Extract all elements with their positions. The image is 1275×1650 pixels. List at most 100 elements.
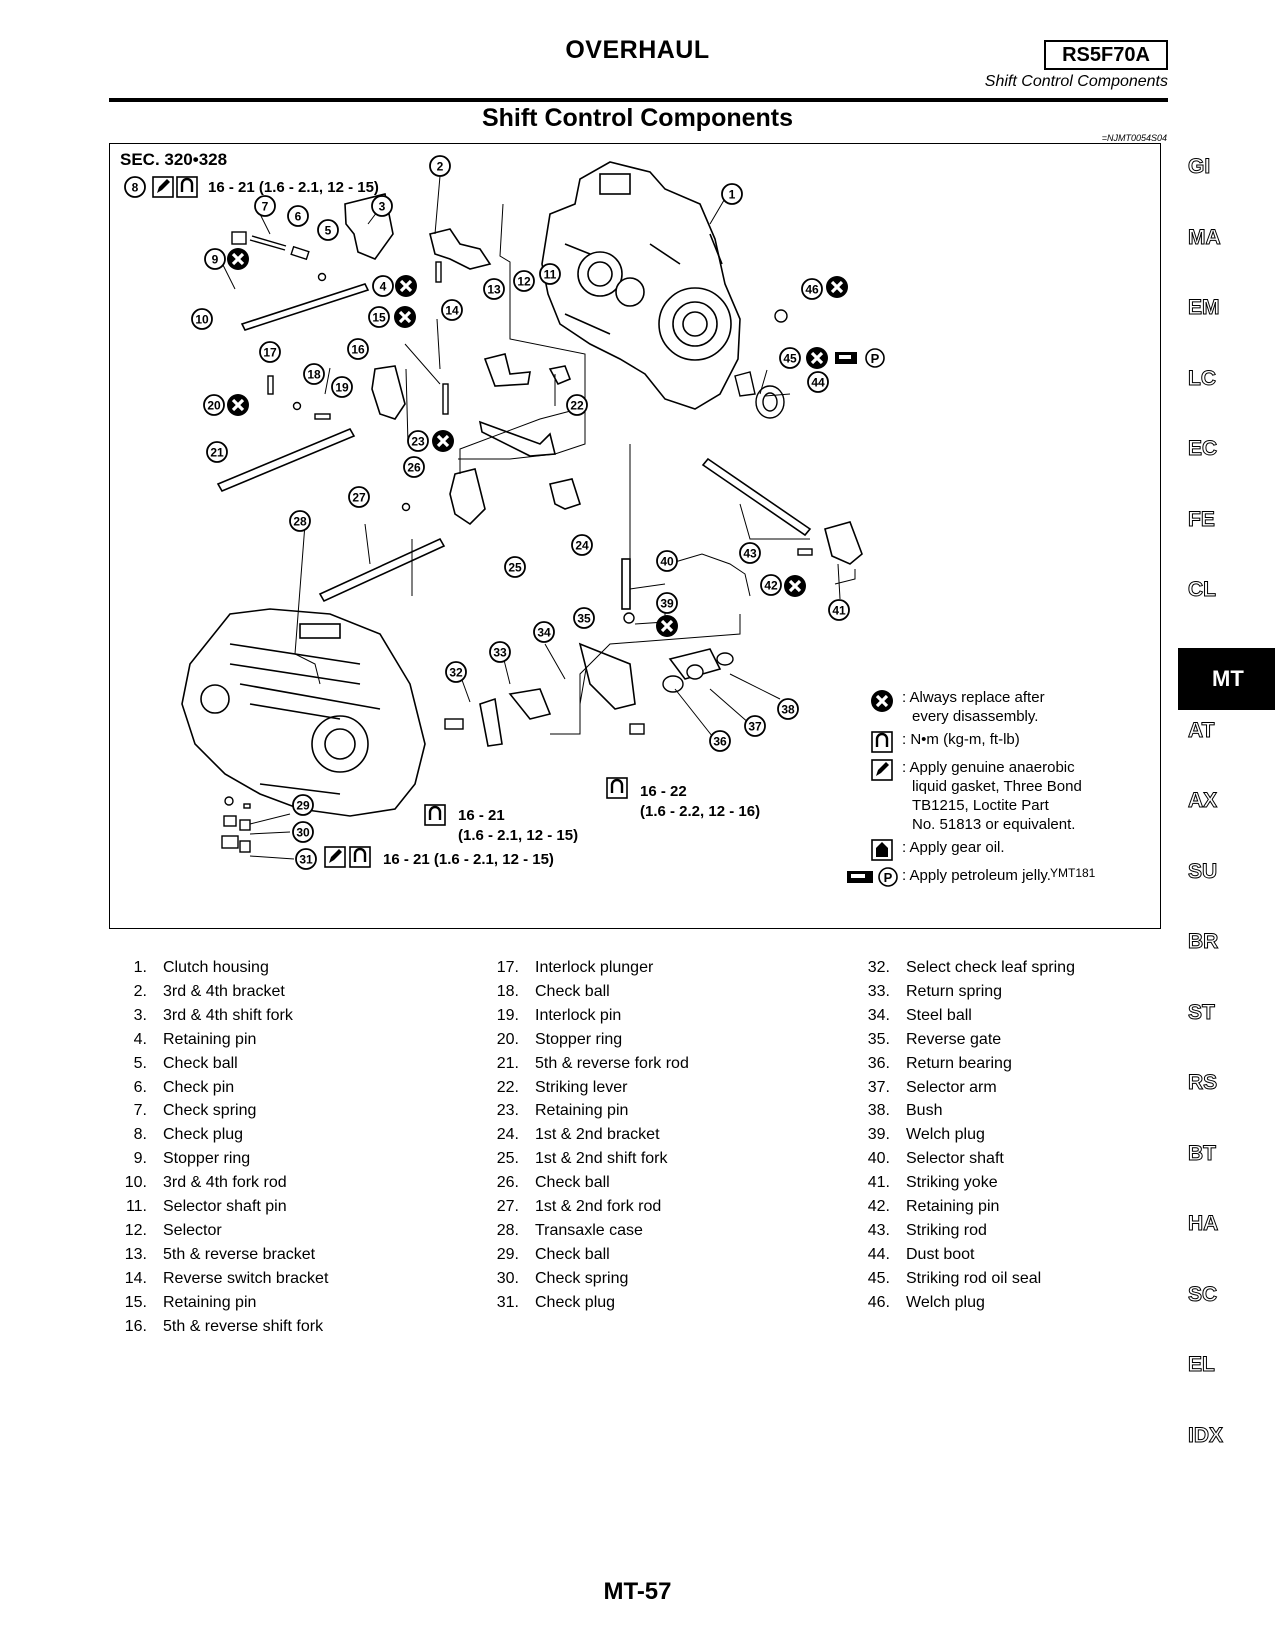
section-tab-at[interactable]: AT <box>1188 718 1215 742</box>
section-tab-br[interactable]: BR <box>1188 930 1219 954</box>
part-number: 5. <box>133 1054 147 1072</box>
svg-text:37: 37 <box>748 720 762 734</box>
part-name: Stopper ring <box>535 1030 623 1048</box>
svg-text:19: 19 <box>335 381 349 395</box>
legend-gear-oil: : Apply gear oil. <box>862 838 1112 862</box>
svg-text:14: 14 <box>445 304 459 318</box>
svg-text:23: 23 <box>411 435 425 449</box>
svg-text:P: P <box>871 351 880 366</box>
part-name: Check spring <box>535 1269 629 1287</box>
part-number: 20. <box>496 1030 519 1048</box>
svg-text:P: P <box>884 870 893 885</box>
svg-text:41: 41 <box>832 604 846 618</box>
callout-31: 31 <box>295 848 317 870</box>
callout-20: 20 <box>203 394 225 416</box>
torque-wrench-icon <box>871 731 893 753</box>
section-tab-em[interactable]: EM <box>1188 296 1221 320</box>
svg-text:31: 31 <box>299 853 313 867</box>
legend-gear-oil-text: : Apply gear oil. <box>902 839 1005 856</box>
section-tab-el[interactable]: EL <box>1188 1353 1216 1377</box>
part-name: Striking yoke <box>906 1174 998 1192</box>
legend-gasket: : Apply genuine anaerobic liquid gasket,… <box>862 758 1112 834</box>
part-item: 8.Check plug <box>109 1123 328 1147</box>
section-tab-fe[interactable]: FE <box>1188 507 1216 531</box>
part-name: Return bearing <box>906 1054 1012 1072</box>
part-number: 24. <box>496 1126 519 1144</box>
callout-25: 25 <box>504 556 526 578</box>
part-number: 23. <box>496 1102 519 1120</box>
callout-12: 12 <box>513 270 535 292</box>
part-name: Striking rod <box>906 1221 987 1239</box>
callout-46: 46 <box>801 278 823 300</box>
sec-label: SEC. 320•328 <box>120 150 227 169</box>
part-number: 28. <box>496 1221 519 1239</box>
part-item: 2.3rd & 4th bracket <box>109 980 328 1004</box>
svg-text:32: 32 <box>449 666 463 680</box>
section-tab-ma[interactable]: MA <box>1188 225 1222 249</box>
part-number: 21. <box>496 1054 519 1072</box>
svg-text:33: 33 <box>493 646 507 660</box>
callout-1: 1 <box>721 183 743 205</box>
callout-30: 30 <box>292 821 314 843</box>
section-tab-rs[interactable]: RS <box>1188 1071 1218 1095</box>
callout-26: 26 <box>403 456 425 478</box>
part-number: 19. <box>496 1006 519 1024</box>
section-tab-st[interactable]: ST <box>1188 1000 1216 1024</box>
section-tab-cl[interactable]: CL <box>1188 578 1217 602</box>
header-rule <box>109 98 1168 102</box>
section-tab-su[interactable]: SU <box>1188 859 1218 883</box>
torque-spec-35-a: 16 - 22 <box>640 783 687 800</box>
part-number: 34. <box>867 1006 890 1024</box>
part-item: 20. Stopper ring <box>481 1028 689 1052</box>
legend-replace-text-1: : Always replace after <box>902 689 1045 706</box>
section-tab-ec[interactable]: EC <box>1188 437 1218 461</box>
callout-16: 16 <box>347 338 369 360</box>
part-number: 35. <box>867 1030 890 1048</box>
part-item: 13.5th & reverse bracket <box>109 1243 328 1267</box>
section-tab-ha[interactable]: HA <box>1188 1212 1219 1236</box>
part-number: 9. <box>133 1150 147 1168</box>
page-header-title: OVERHAUL <box>565 36 710 64</box>
svg-text:36: 36 <box>713 735 727 749</box>
callout-11: 11 <box>539 263 561 285</box>
section-tab-sc[interactable]: SC <box>1188 1282 1218 1306</box>
part-item: 1.Clutch housing <box>109 956 328 980</box>
section-tab-bt[interactable]: BT <box>1188 1141 1217 1165</box>
callout-14: 14 <box>441 299 463 321</box>
part-name: Retaining pin <box>163 1030 257 1048</box>
part-name: Reverse gate <box>906 1030 1002 1048</box>
part-item: 36. Return bearing <box>852 1052 1075 1076</box>
torque-spec-8: 16 - 21 (1.6 - 2.1, 12 - 15) <box>208 179 379 196</box>
part-number: 33. <box>867 982 890 1000</box>
callout-19: 19 <box>331 376 353 398</box>
part-item: 44.Dust boot <box>852 1243 1075 1267</box>
svg-text:42: 42 <box>764 579 778 593</box>
svg-text:46: 46 <box>805 283 819 297</box>
svg-text:26: 26 <box>407 461 421 475</box>
svg-text:2: 2 <box>437 160 444 174</box>
svg-text:4: 4 <box>380 280 387 294</box>
svg-text:17: 17 <box>263 346 277 360</box>
svg-text:43: 43 <box>743 547 757 561</box>
part-name: Retaining pin <box>906 1198 1000 1216</box>
section-tab-gi[interactable]: GI <box>1188 155 1211 179</box>
part-item: 40.Selector shaft <box>852 1147 1075 1171</box>
part-name: Select check leaf spring <box>906 959 1075 976</box>
part-number: 1. <box>133 959 147 976</box>
section-tab-mt[interactable]: MT <box>1178 647 1275 710</box>
part-name: Check ball <box>535 1174 610 1192</box>
part-number: 36. <box>867 1054 890 1072</box>
part-name: Striking rod oil seal <box>906 1269 1042 1287</box>
subsection-label: Shift Control Components <box>984 73 1168 90</box>
section-tab-ax[interactable]: AX <box>1188 789 1218 813</box>
section-tab-lc[interactable]: LC <box>1188 366 1217 390</box>
callout-28: 28 <box>289 510 311 532</box>
svg-text:10: 10 <box>195 313 209 327</box>
callout-40: 40 <box>656 550 678 572</box>
svg-text:7: 7 <box>262 200 269 214</box>
part-number: 43. <box>867 1221 890 1239</box>
part-name: 3rd & 4th shift fork <box>163 1006 293 1024</box>
section-tab-idx[interactable]: IDX <box>1188 1423 1224 1447</box>
shift-rods <box>216 283 812 610</box>
svg-text:40: 40 <box>660 555 674 569</box>
